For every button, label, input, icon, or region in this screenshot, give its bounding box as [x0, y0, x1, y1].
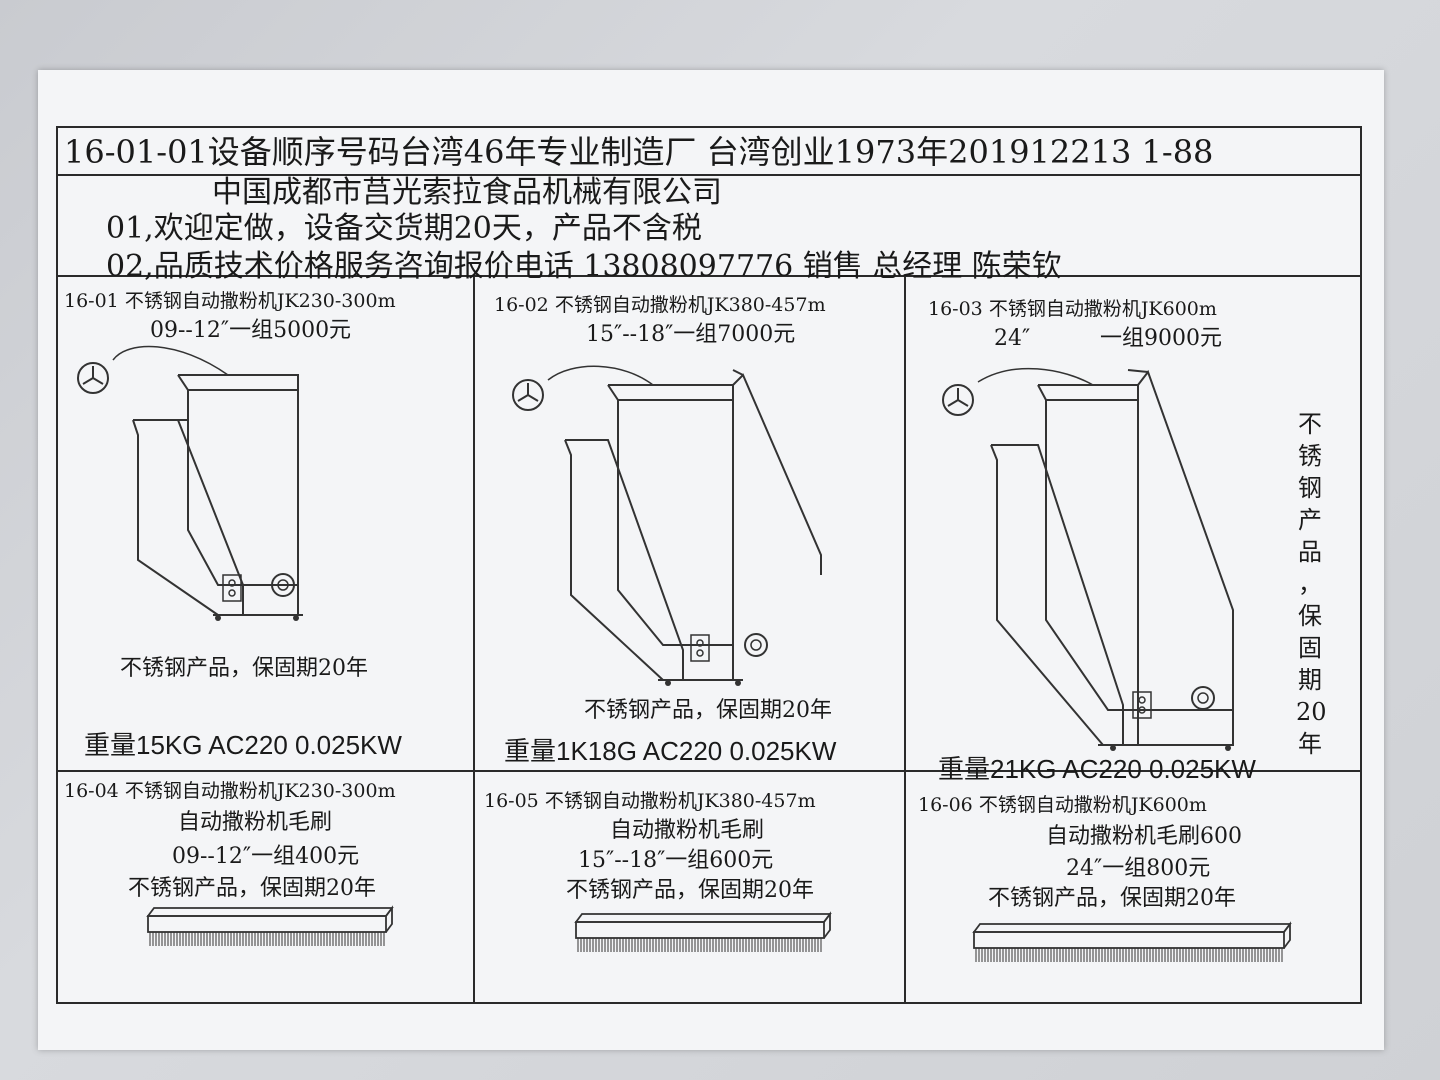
vertical-note-char: 不: [1298, 410, 1322, 438]
brush-note: 不锈钢产品，保固期20年: [988, 886, 1236, 911]
vertical-note-char: 期: [1298, 666, 1322, 694]
vertical-note-char: 保: [1298, 602, 1322, 630]
powder-machine-drawing: [512, 365, 822, 686]
machine-note: 不锈钢产品，保固期20年: [584, 698, 832, 723]
vertical-note-char: 年: [1298, 730, 1322, 758]
column-divider-1: [473, 275, 475, 1004]
machine-note: 不锈钢产品，保固期20年: [120, 656, 368, 681]
company-name: 中国成都市莒光索拉食品机械有限公司: [212, 175, 722, 210]
machine-price: 15″--18″一组7000元: [586, 322, 796, 347]
machine-weight: 重量15KG AC220 0.025KW: [84, 730, 402, 760]
vertical-note-char: 锈: [1298, 442, 1322, 470]
brush-price: 15″--18″一组600元: [578, 848, 774, 873]
row-divider: [56, 770, 1362, 772]
brush-label: 16-04 不锈钢自动撒粉机JK230-300m: [64, 780, 396, 802]
vertical-note-char: 品: [1298, 538, 1322, 566]
machine-weight: 重量21KG AC220 0.025KW: [938, 754, 1256, 784]
page-title: 16-01-01设备顺序号码台湾46年专业制造厂 台湾创业1973年201912…: [64, 133, 1214, 171]
brush-name: 自动撒粉机毛刷600: [1046, 824, 1242, 849]
vertical-note-char: 20: [1296, 698, 1327, 726]
brush-note: 不锈钢产品，保固期20年: [566, 878, 814, 903]
brush-drawing: [574, 911, 832, 952]
contact-line: 02,品质技术价格服务咨询报价电话 13808097776 销售 总经理 陈荣钦: [106, 249, 1062, 284]
vertical-note-char: ，: [1298, 570, 1322, 598]
title-divider: [56, 174, 1362, 176]
machine-label: 16-01 不锈钢自动撒粉机JK230-300m: [64, 290, 396, 312]
terms-line: 01,欢迎定做，设备交货期20天，产品不含税: [106, 211, 702, 246]
powder-machine-drawing: [942, 367, 1234, 751]
price-sheet: 16-01-01设备顺序号码台湾46年专业制造厂 台湾创业1973年201912…: [38, 70, 1384, 1050]
vertical-note-char: 钢: [1298, 474, 1322, 502]
header-divider: [56, 275, 1362, 277]
vertical-note-char: 产: [1298, 506, 1322, 534]
machine-price: 09--12″一组5000元: [150, 318, 352, 343]
column-divider-2: [904, 275, 906, 1004]
machine-price: 一组9000元: [1100, 326, 1222, 351]
powder-machine-drawing: [77, 345, 303, 621]
brush-drawing: [146, 905, 394, 946]
brush-name: 自动撒粉机毛刷: [178, 810, 333, 835]
table-frame: [56, 126, 1362, 1004]
brush-label: 16-05 不锈钢自动撒粉机JK380-457m: [484, 790, 816, 812]
brush-label: 16-06 不锈钢自动撒粉机JK600m: [918, 794, 1207, 816]
machine-weight: 重量1K18G AC220 0.025KW: [504, 736, 837, 766]
machine-price-size: 24″: [994, 326, 1031, 351]
brush-drawing: [972, 921, 1292, 962]
brush-price: 09--12″一组400元: [172, 844, 360, 869]
brush-note: 不锈钢产品，保固期20年: [128, 876, 376, 901]
machine-label: 16-03 不锈钢自动撒粉机JK600m: [928, 298, 1217, 320]
brush-name: 自动撒粉机毛刷: [610, 818, 765, 843]
machine-label: 16-02 不锈钢自动撒粉机JK380-457m: [494, 294, 826, 316]
vertical-note-char: 固: [1298, 634, 1322, 662]
brush-price: 24″一组800元: [1066, 856, 1211, 881]
